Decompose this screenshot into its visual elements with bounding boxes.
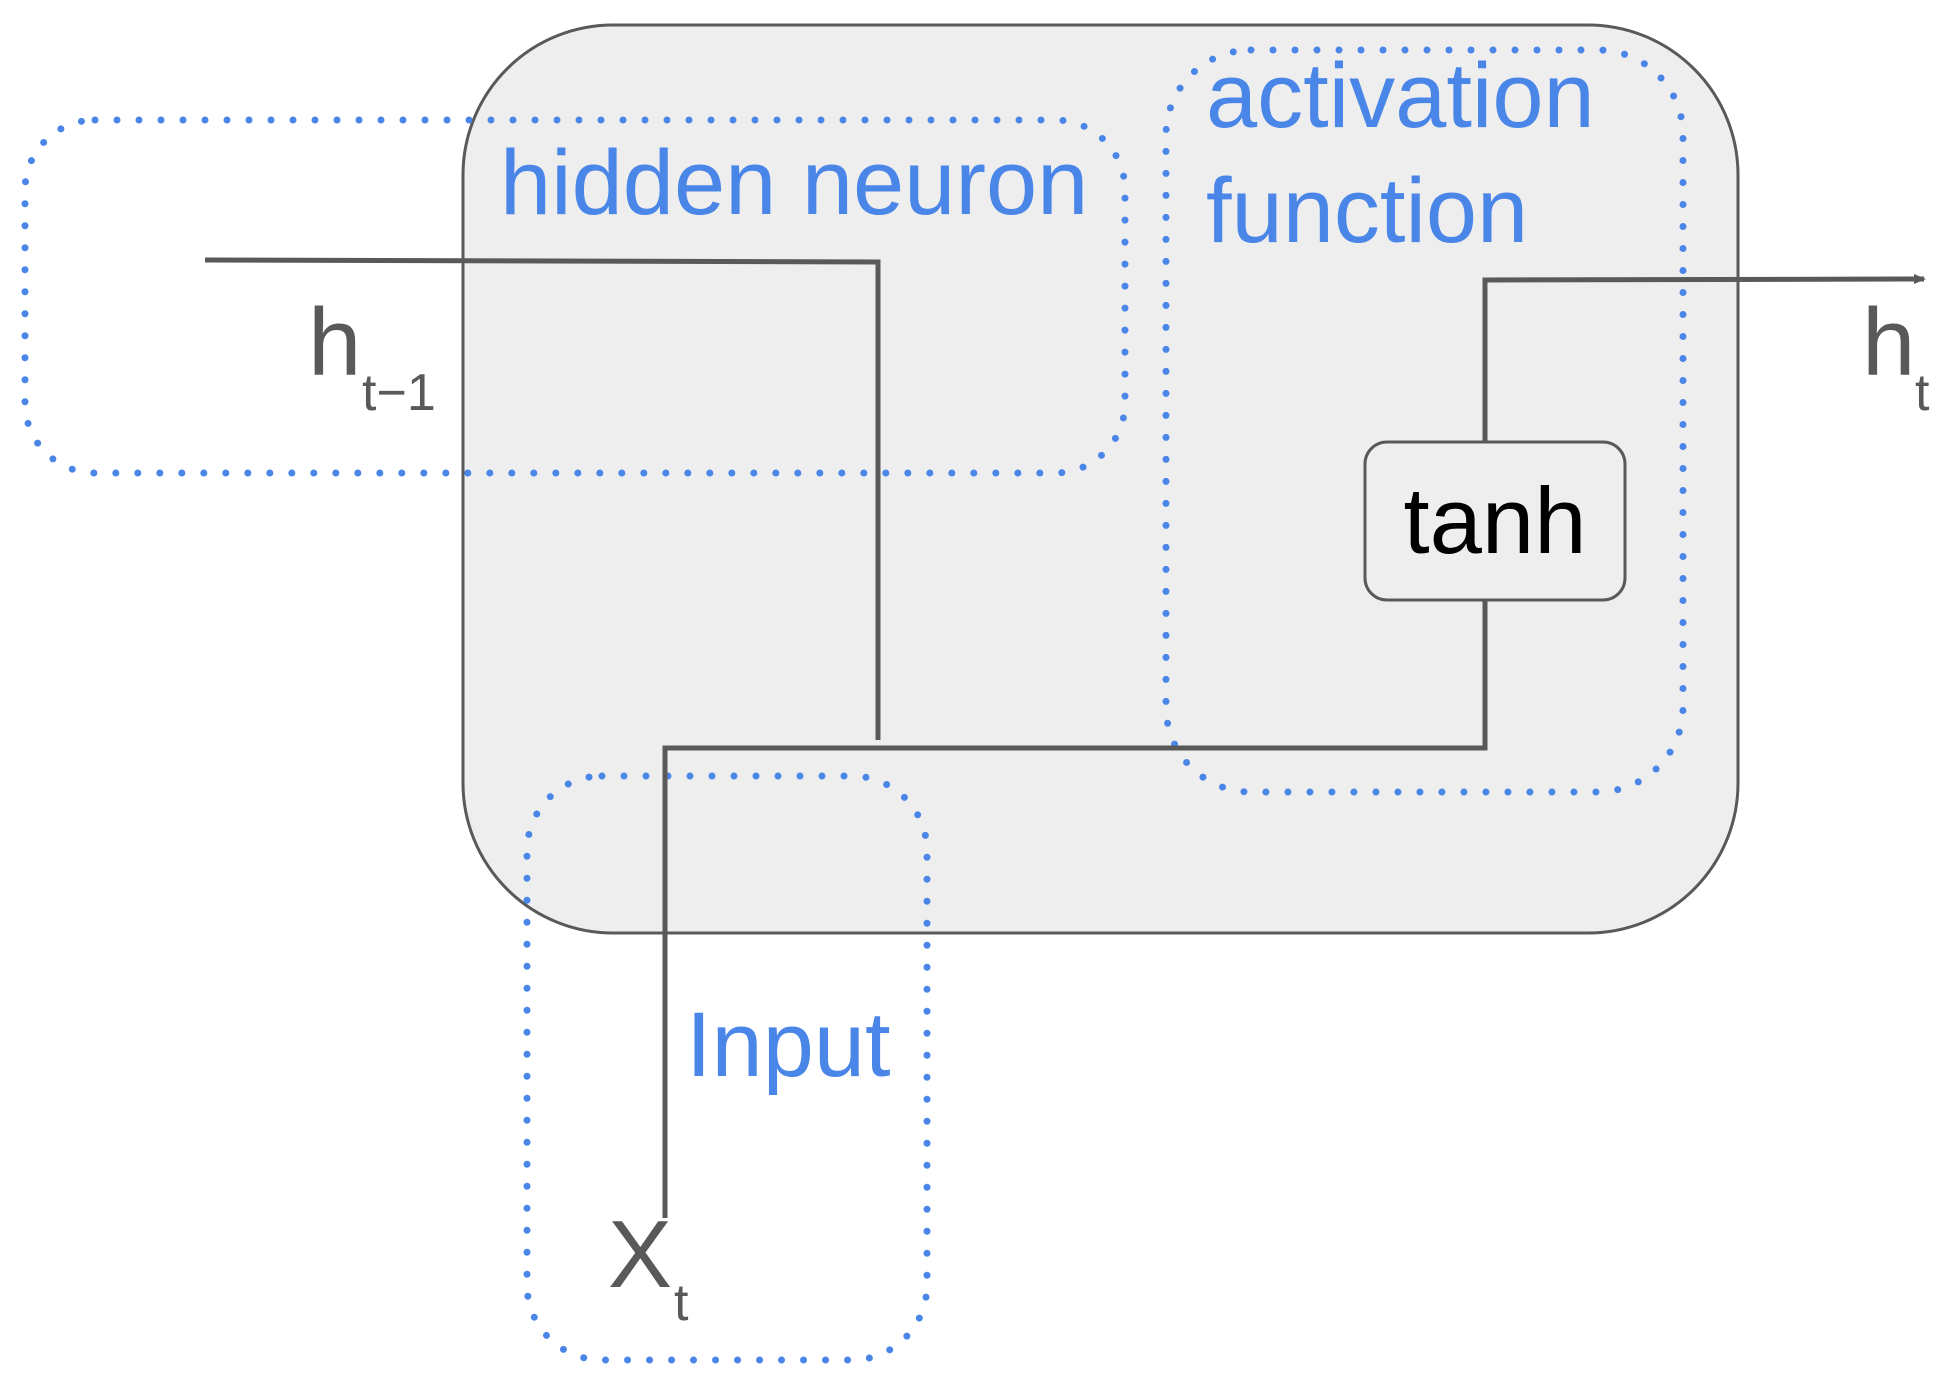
activation-label-line2: function xyxy=(1206,160,1528,262)
input-symbol: X xyxy=(608,1201,672,1308)
input-subscript: t xyxy=(674,1274,689,1332)
previous-hidden-state-subscript: t−1 xyxy=(362,364,436,422)
activation-function-region xyxy=(1162,46,1687,796)
previous-hidden-state-symbol: h xyxy=(308,289,361,396)
tanh-box xyxy=(1363,440,1627,602)
output-line xyxy=(1482,274,1926,442)
input-label: Input xyxy=(686,994,891,1096)
tanh-label: tanh xyxy=(1404,468,1587,573)
hidden-neuron-label: hidden neuron xyxy=(500,132,1088,234)
output-hidden-state-subscript: t xyxy=(1915,364,1930,422)
hidden-neuron-region xyxy=(21,116,1129,477)
previous-hidden-state-line xyxy=(204,257,881,740)
output-hidden-state-symbol: h xyxy=(1862,289,1915,396)
input-line xyxy=(662,600,1488,1218)
activation-label-line1: activation xyxy=(1206,45,1595,147)
rnn-cell-box xyxy=(461,23,1740,935)
